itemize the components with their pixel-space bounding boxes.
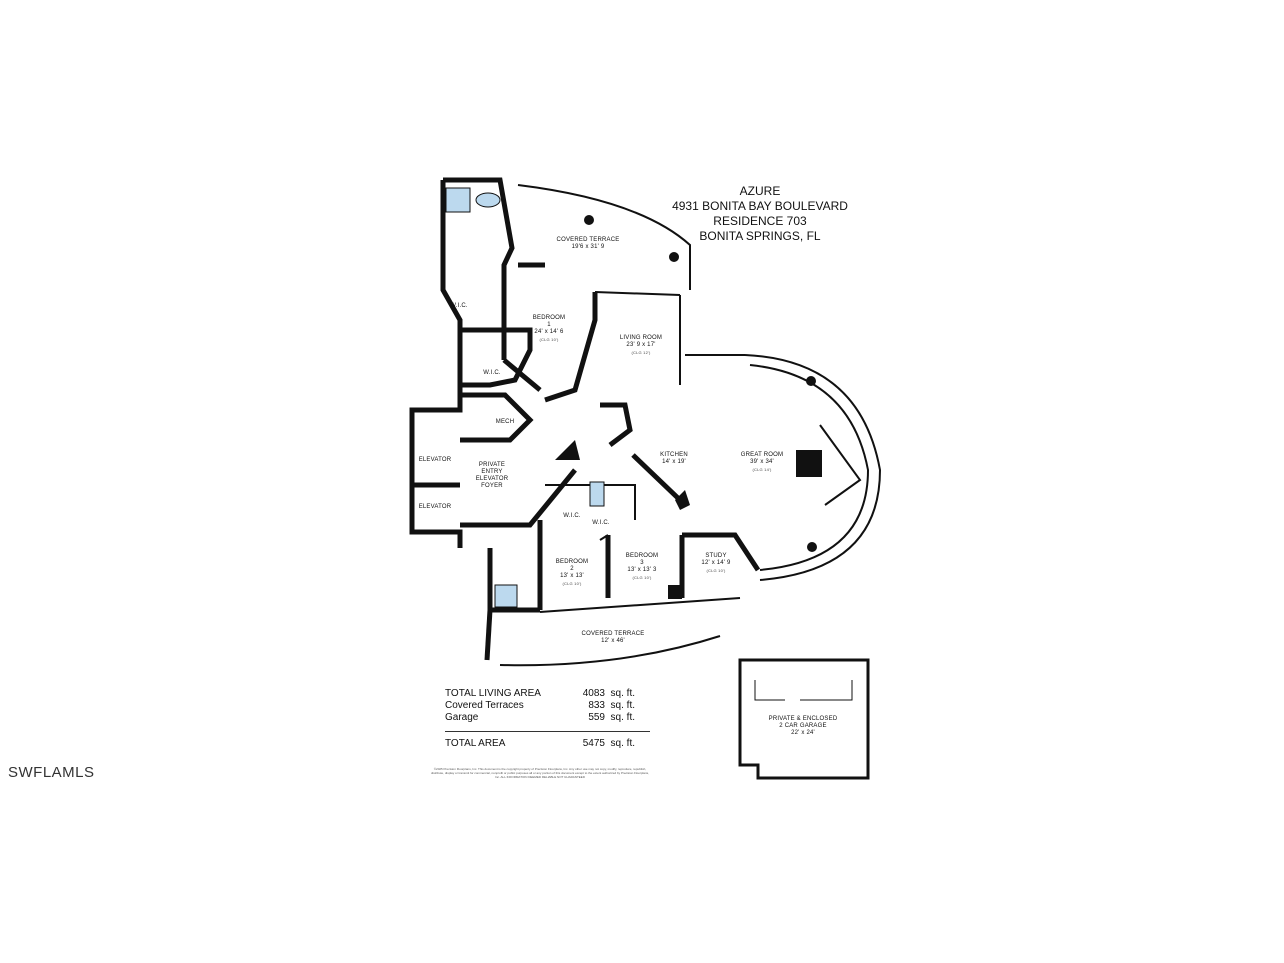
total-value: 5475	[582, 738, 605, 749]
room-label-bedroom-3: BEDROOM 3 13' x 13' 3 (CLG 10')	[626, 553, 658, 581]
area-label: Garage	[445, 712, 479, 723]
room-name: KITCHEN	[660, 452, 688, 458]
column	[669, 252, 679, 262]
room-ceiling: (CLG 10')	[632, 575, 652, 580]
title-line: AZURE	[739, 184, 781, 198]
room-name: FOYER	[481, 483, 503, 489]
garage-doors	[754, 680, 853, 701]
area-row: Garage 559 sq. ft.	[445, 712, 635, 724]
room-number: 3	[640, 560, 644, 566]
room-dims: 23' 9 x 17'	[626, 342, 656, 348]
room-dims: 12' x 46'	[601, 638, 625, 644]
columns	[555, 215, 822, 599]
shower	[494, 584, 518, 608]
room-name: BEDROOM	[532, 315, 566, 321]
area-label: Covered Terraces	[445, 700, 524, 711]
area-value: 833	[588, 700, 605, 711]
bath-fixtures	[445, 187, 605, 608]
walls	[409, 177, 761, 661]
wall-block	[668, 585, 682, 599]
room-name: BEDROOM	[625, 553, 659, 559]
fireplace	[796, 450, 822, 477]
room-name: STUDY	[705, 553, 727, 559]
column	[806, 376, 816, 386]
room-ceiling: (CLG 14')	[752, 467, 772, 472]
room-ceiling: (CLG 10')	[562, 581, 582, 586]
room-ceiling: (CLG 10')	[706, 568, 726, 573]
room-label-covered-terrace-bottom: COVERED TERRACE 12' x 46'	[582, 631, 645, 645]
room-name: LIVING ROOM	[619, 335, 663, 341]
room-dims: 14' x 19'	[662, 459, 686, 465]
wall-block	[555, 440, 580, 460]
room-name: PRIVATE	[478, 462, 506, 468]
room-name: GREAT ROOM	[740, 452, 784, 458]
room-label-elevator: ELEVATOR	[418, 504, 452, 510]
area-value: 4083	[582, 688, 605, 699]
room-ceiling: (CLG 12')	[631, 350, 651, 355]
divider	[445, 731, 651, 732]
room-dims: 39' x 34'	[750, 459, 774, 465]
shower	[445, 187, 471, 213]
tub	[475, 192, 501, 208]
thin-walls	[499, 184, 882, 667]
room-dims: 12' x 14' 9	[701, 560, 731, 566]
area-value: 559	[588, 712, 605, 723]
room-number: 2	[570, 566, 574, 572]
room-dims: 22' x 24'	[791, 730, 815, 736]
watermark: SWFLAMLS	[8, 764, 95, 781]
room-number: 1	[547, 322, 551, 328]
room-label-living-room: LIVING ROOM 23' 9 x 17' (CLG 12')	[620, 335, 662, 356]
room-ceiling: (CLG 10')	[539, 337, 559, 342]
room-label-elevator: ELEVATOR	[418, 457, 452, 463]
room-label-great-room: GREAT ROOM 39' x 34' (CLG 14')	[741, 452, 783, 473]
room-dims: 13' x 13'	[560, 573, 584, 579]
room-label-wic: W.I.C.	[592, 520, 610, 526]
room-dims: 24' x 14' 6	[534, 329, 564, 335]
area-unit: sq. ft.	[610, 712, 635, 723]
room-name: COVERED TERRACE	[556, 237, 620, 243]
area-unit: sq. ft.	[610, 688, 635, 699]
room-label-study: STUDY 12' x 14' 9 (CLG 10')	[701, 553, 730, 574]
column	[584, 215, 594, 225]
room-label-covered-terrace-top: COVERED TERRACE 19'6 x 31' 9	[557, 237, 620, 251]
total-label: TOTAL AREA	[445, 738, 506, 749]
room-name: COVERED TERRACE	[581, 631, 645, 637]
room-name: PRIVATE & ENCLOSED	[768, 716, 838, 722]
title-line: BONITA SPRINGS, FL	[699, 229, 821, 243]
total-row: TOTAL AREA 5475 sq. ft.	[445, 738, 635, 750]
room-name: BEDROOM	[555, 559, 589, 565]
title-line: 4931 BONITA BAY BOULEVARD	[672, 199, 848, 213]
room-label-mech: MECH	[495, 419, 515, 425]
property-title: AZURE 4931 BONITA BAY BOULEVARD RESIDENC…	[672, 184, 848, 244]
room-name: ELEVATOR	[475, 476, 509, 482]
area-label: TOTAL LIVING AREA	[445, 688, 541, 699]
room-label-wic: W.I.C.	[563, 513, 581, 519]
room-label-bedroom-2: BEDROOM 2 13' x 13' (CLG 10')	[556, 559, 588, 587]
room-label-wic: W.I.C.	[450, 303, 468, 309]
garage-walls	[738, 658, 870, 780]
copyright-fine-print: ©2025 Precision Floorplans, Inc. This do…	[431, 767, 649, 779]
wall-block	[675, 490, 690, 510]
room-label-kitchen: KITCHEN 14' x 19'	[660, 452, 688, 466]
area-row: TOTAL LIVING AREA 4083 sq. ft.	[445, 688, 635, 700]
room-label-garage: PRIVATE & ENCLOSED 2 CAR GARAGE 22' x 24…	[769, 716, 838, 737]
room-label-foyer: PRIVATE ENTRY ELEVATOR FOYER	[476, 462, 509, 490]
room-label-wic: W.I.C.	[483, 370, 501, 376]
area-row: Covered Terraces 833 sq. ft.	[445, 700, 635, 712]
room-dims: 19'6 x 31' 9	[571, 244, 605, 250]
area-summary-table: TOTAL LIVING AREA 4083 sq. ft. Covered T…	[445, 688, 651, 750]
room-name: 2 CAR GARAGE	[779, 723, 827, 729]
room-name: ENTRY	[481, 469, 503, 475]
total-unit: sq. ft.	[610, 738, 635, 749]
area-unit: sq. ft.	[610, 700, 635, 711]
room-dims: 13' x 13' 3	[627, 567, 657, 573]
room-label-bedroom-1: BEDROOM 1 24' x 14' 6 (CLG 10')	[533, 315, 565, 343]
shower	[589, 481, 605, 507]
column	[807, 542, 817, 552]
title-line: RESIDENCE 703	[713, 214, 807, 228]
